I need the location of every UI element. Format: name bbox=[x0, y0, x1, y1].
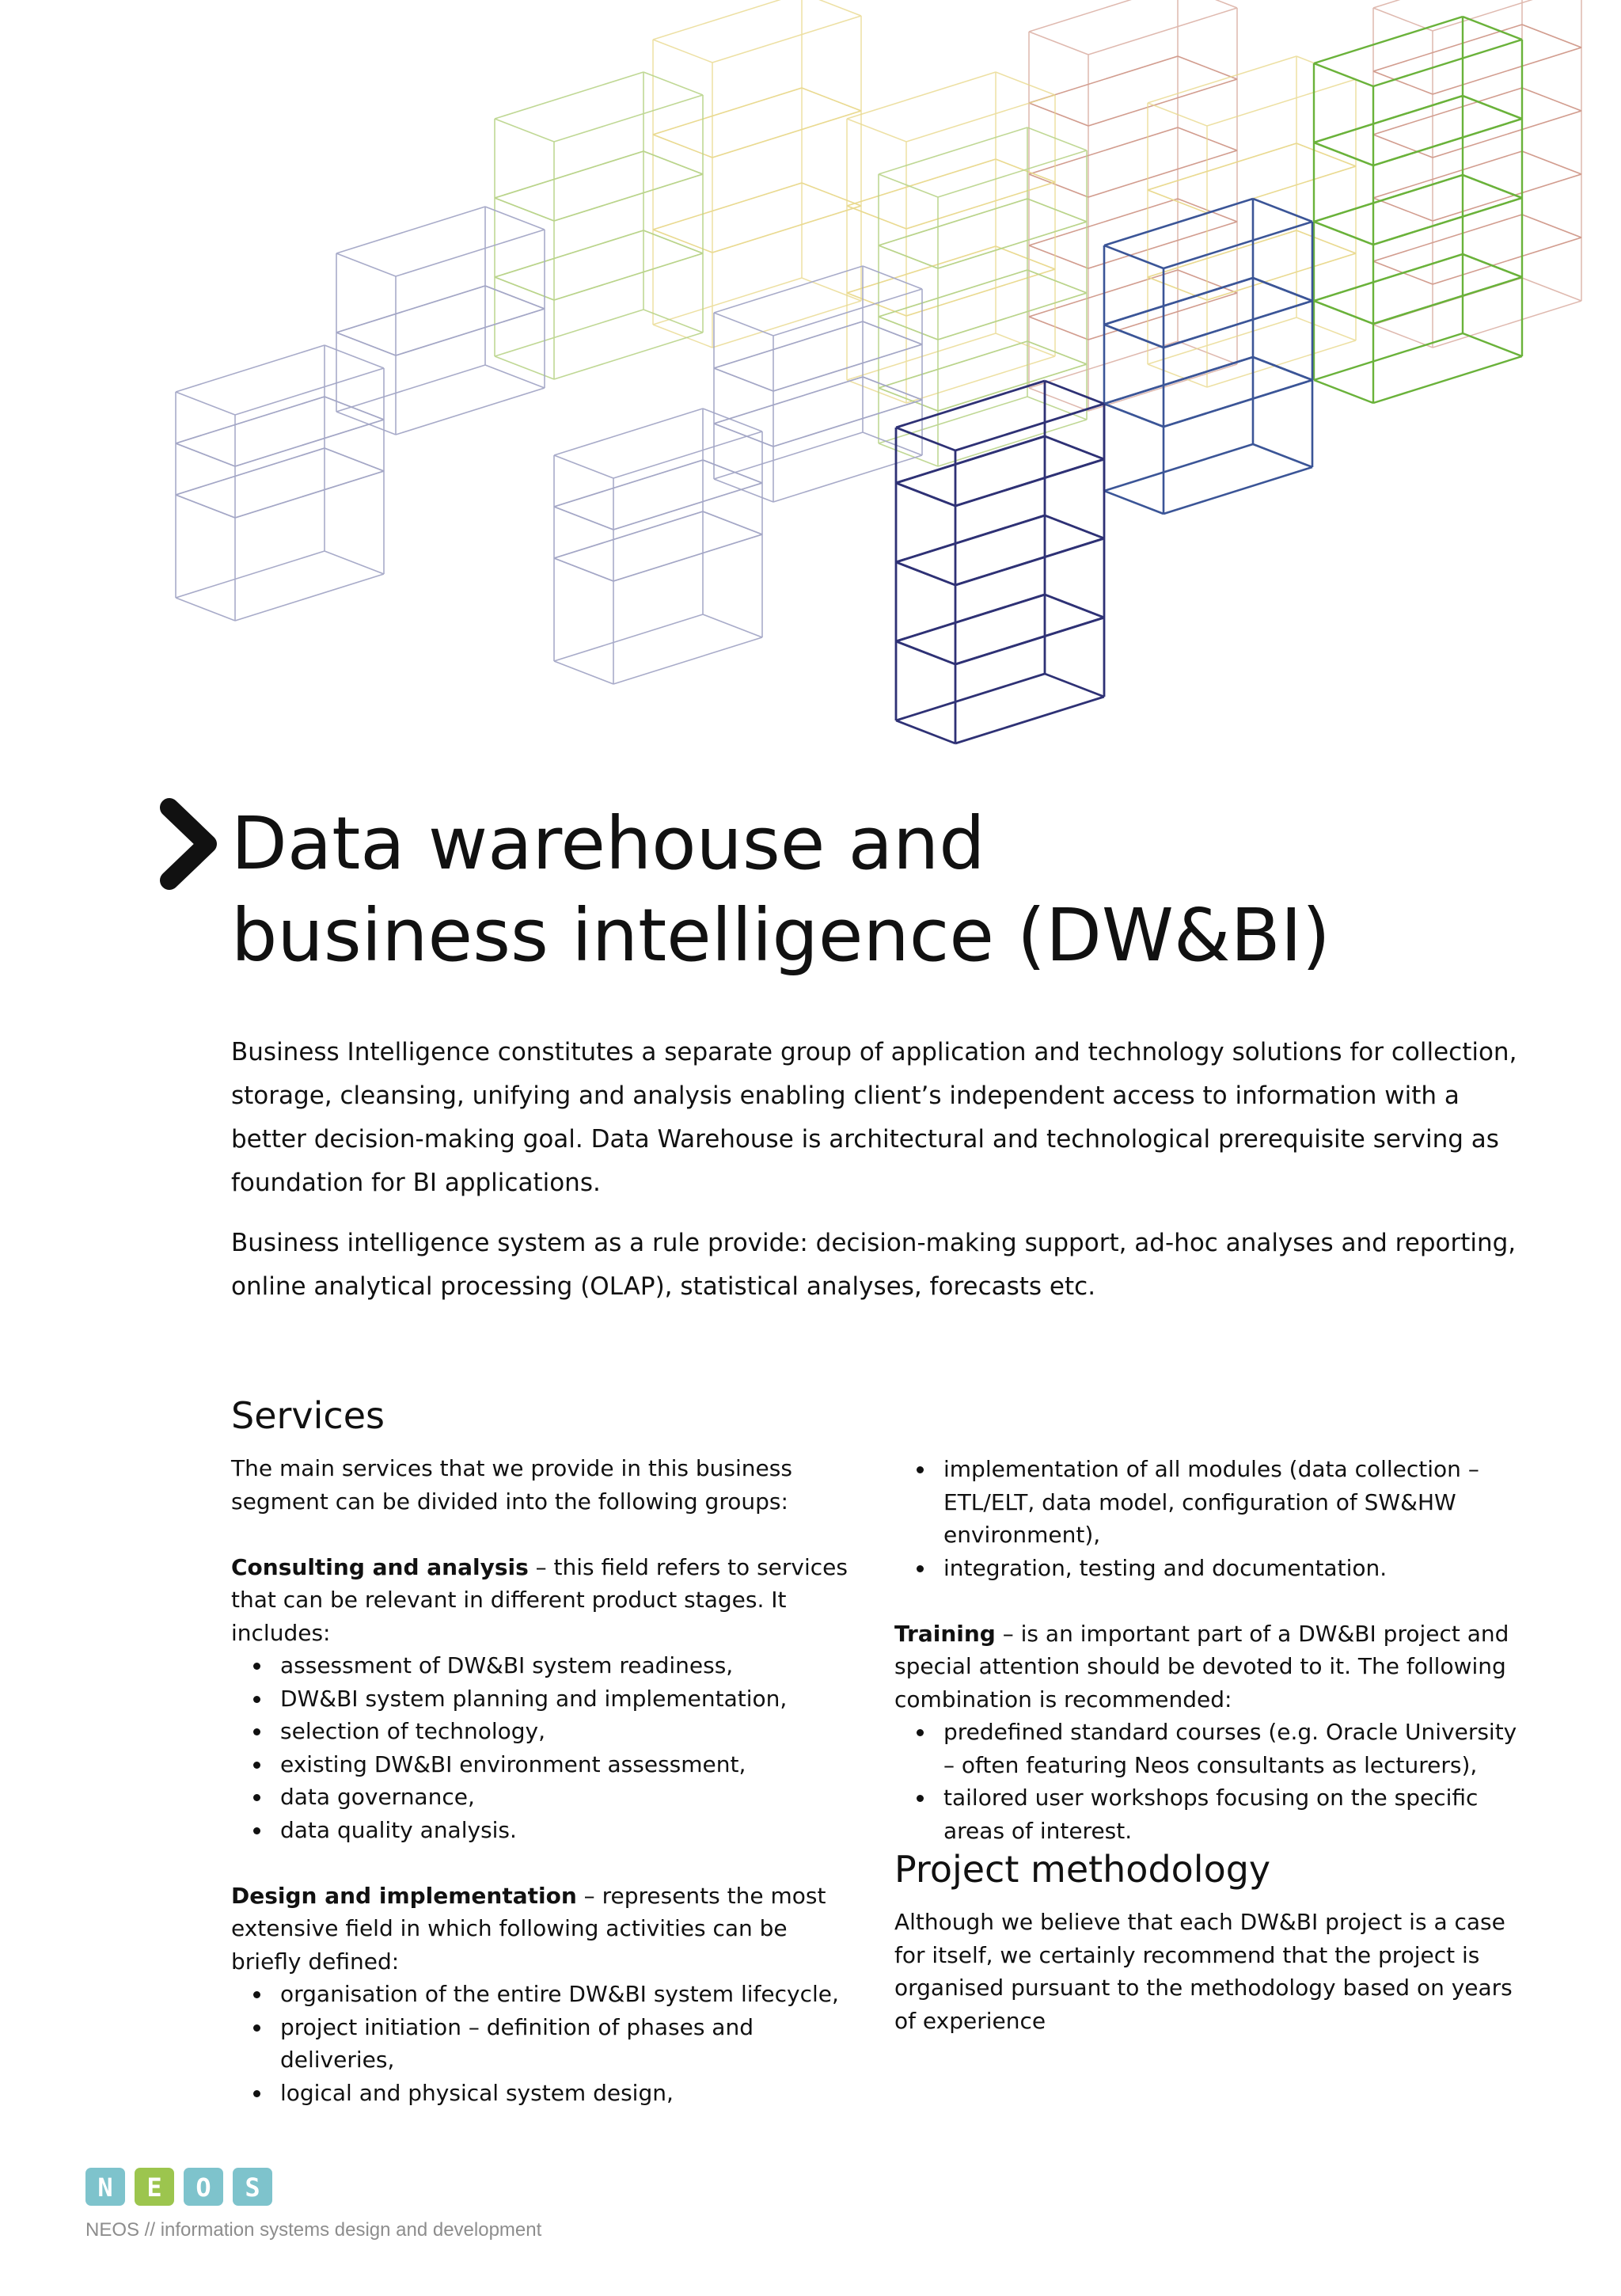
consulting-paragraph: Consulting and analysis – this field ref… bbox=[231, 1551, 864, 1650]
consulting-list: assessment of DW&BI system readiness, DW… bbox=[231, 1649, 864, 1846]
wireframe-cube bbox=[894, 435, 1106, 587]
wireframe-cube bbox=[336, 206, 545, 356]
wireframe-cube bbox=[175, 344, 385, 467]
methodology-heading: Project methodology bbox=[894, 1848, 1271, 1891]
logo-tile bbox=[85, 2168, 125, 2206]
logo-letter: E bbox=[146, 2172, 161, 2203]
wireframe-cube bbox=[652, 0, 862, 158]
list-item: data governance, bbox=[231, 1781, 864, 1814]
list-item: DW&BI system planning and implementation… bbox=[231, 1682, 864, 1716]
chevron-right-icon bbox=[160, 798, 217, 890]
wireframe-cube bbox=[1372, 24, 1582, 158]
intro-paragraph-1: Business Intelligence constitutes a sepa… bbox=[231, 1038, 1517, 1197]
wireframe-cube bbox=[846, 245, 1056, 404]
logo-tile bbox=[135, 2168, 174, 2206]
list-item: integration, testing and documentation. bbox=[894, 1552, 1528, 1585]
wireframe-cube bbox=[1372, 150, 1582, 285]
list-item: tailored user workshops focusing on the … bbox=[894, 1781, 1528, 1847]
logo-tile bbox=[233, 2168, 272, 2206]
wireframe-cube bbox=[1028, 269, 1238, 412]
list-item: implementation of all modules (data coll… bbox=[894, 1453, 1528, 1552]
title-line-1: Data warehouse and bbox=[231, 801, 985, 886]
wireframe-cube bbox=[1372, 87, 1582, 222]
left-column: Services The main services that we provi… bbox=[231, 1393, 864, 2109]
wireframe-cube bbox=[652, 182, 862, 348]
wireframe-cube bbox=[1147, 230, 1357, 388]
logo-letter: O bbox=[196, 2172, 211, 2203]
training-lead: Training bbox=[894, 1620, 996, 1647]
consulting-lead: Consulting and analysis bbox=[231, 1553, 529, 1580]
wireframe-cube bbox=[1147, 55, 1357, 214]
design-paragraph: Design and implementation – represents t… bbox=[231, 1880, 864, 1979]
list-item: predefined standard courses (e.g. Oracle… bbox=[894, 1716, 1528, 1781]
list-item: assessment of DW&BI system readiness, bbox=[231, 1649, 864, 1682]
wireframe-cube bbox=[652, 87, 862, 253]
wireframe-cube bbox=[1312, 15, 1524, 167]
list-item: existing DW&BI environment assessment, bbox=[231, 1748, 864, 1781]
wireframe-cubes-illustration bbox=[175, 0, 1582, 745]
wireframe-cube bbox=[1312, 253, 1524, 405]
wireframe-cube bbox=[175, 447, 385, 622]
wireframe-cube bbox=[553, 459, 763, 582]
list-item: organisation of the entire DW&BI system … bbox=[231, 1978, 864, 2011]
wireframe-cube bbox=[894, 514, 1106, 666]
wireframe-cube bbox=[1028, 0, 1238, 127]
design-list-continued: implementation of all modules (data coll… bbox=[894, 1453, 1528, 1584]
design-lead: Design and implementation bbox=[231, 1882, 577, 1909]
training-list: predefined standard courses (e.g. Oracle… bbox=[894, 1716, 1528, 1847]
title-line-2: business intelligence (DW&BI) bbox=[231, 893, 1331, 978]
wireframe-cube bbox=[894, 379, 1106, 507]
footer-tagline: NEOS // information systems design and d… bbox=[85, 2219, 542, 2241]
methodology-text: Although we believe that each DW&BI proj… bbox=[894, 1909, 1513, 2034]
training-text: – is an important part of a DW&BI projec… bbox=[894, 1620, 1509, 1712]
wireframe-cube bbox=[494, 150, 704, 301]
design-list: organisation of the entire DW&BI system … bbox=[231, 1978, 864, 2109]
logo-letter: N bbox=[97, 2172, 112, 2203]
wireframe-cube bbox=[553, 408, 763, 530]
wireframe-cube bbox=[713, 376, 923, 503]
wireframe-cube bbox=[1103, 355, 1314, 515]
wireframe-cube bbox=[494, 71, 704, 222]
list-item: selection of technology, bbox=[231, 1715, 864, 1748]
wireframe-cube bbox=[1028, 198, 1238, 340]
wireframe-cube bbox=[175, 396, 385, 519]
wireframe-cube bbox=[894, 593, 1106, 745]
wireframe-cube bbox=[1028, 127, 1238, 269]
consulting-text: – this field refers to services that can… bbox=[231, 1553, 848, 1646]
logo-tile bbox=[184, 2168, 223, 2206]
list-item: project initiation – definition of phase… bbox=[231, 2011, 864, 2077]
wireframe-cube bbox=[878, 340, 1088, 467]
wireframe-cube bbox=[336, 285, 545, 435]
wireframe-cube bbox=[553, 511, 763, 685]
list-item: data quality analysis. bbox=[231, 1814, 864, 1847]
wireframe-cube bbox=[1028, 55, 1238, 198]
page-title: Data warehouse and business intelligence… bbox=[231, 798, 1418, 982]
training-paragraph: Training – is an important part of a DW&… bbox=[894, 1617, 1528, 1716]
intro-section: Business Intelligence constitutes a sepa… bbox=[231, 1031, 1537, 1325]
services-intro: The main services that we provide in thi… bbox=[231, 1455, 792, 1515]
design-text: – represents the most extensive field in… bbox=[231, 1882, 826, 1975]
intro-paragraph-2: Business intelligence system as a rule p… bbox=[231, 1229, 1517, 1301]
list-item: logical and physical system design, bbox=[231, 2077, 864, 2110]
services-heading: Services bbox=[231, 1394, 385, 1437]
right-column: implementation of all modules (data coll… bbox=[894, 1453, 1528, 2037]
wireframe-cube bbox=[494, 230, 704, 380]
logo-letter: S bbox=[245, 2172, 260, 2203]
